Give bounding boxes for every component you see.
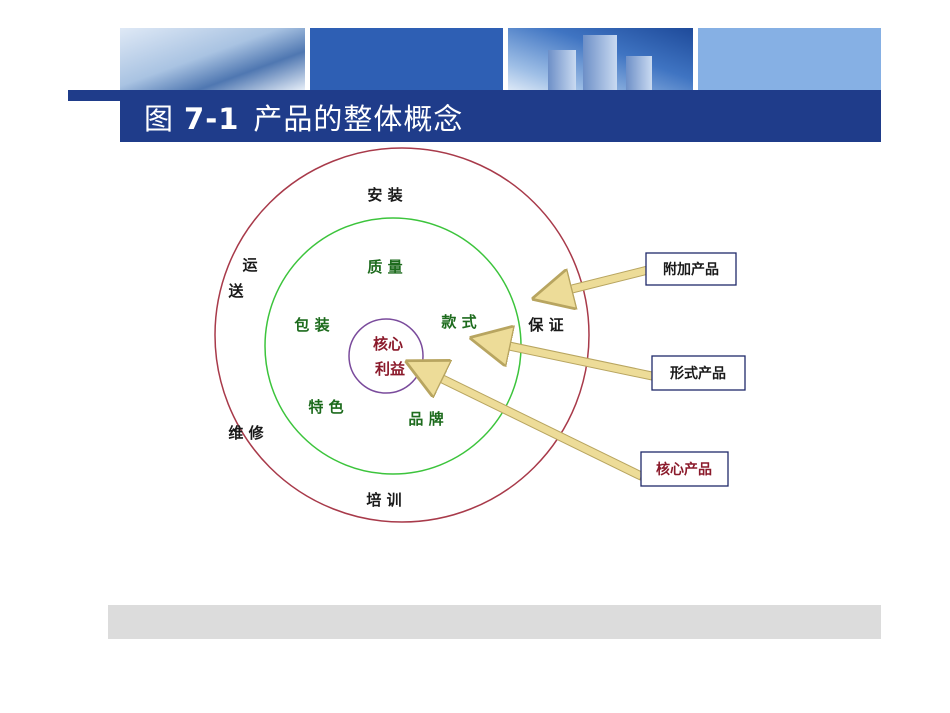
label-brand: 品 牌 [408,410,443,428]
label-training: 培 训 [366,491,401,509]
building-shape [548,50,576,90]
title-prefix: 图 [144,102,175,136]
label-packaging: 包 装 [294,316,330,334]
arrow-formal [490,342,657,381]
arrow-core [424,370,646,481]
label-guarantee: 保 证 [527,316,563,334]
footer-bar [108,605,881,639]
label-features: 特 色 [308,398,343,416]
callout-formal-product: 形式产品 [670,365,726,382]
callout-augmented-product: 附加产品 [663,261,719,278]
label-quality: 质 量 [367,258,402,276]
label-maintenance: 维 修 [228,424,264,442]
title-text: 产品的整体概念 [253,102,464,136]
callout-box-core [640,451,729,487]
outer-ring [214,147,590,523]
label-transport-2: 送 [227,282,244,300]
banner-panel-blue [310,28,503,90]
callout-core-product: 核心产品 [656,461,712,478]
core-ring [348,318,424,394]
title-number: 7-1 [184,102,240,136]
banner-panel-light [698,28,881,90]
header-banner [120,28,881,90]
banner-panel-keyboard [120,28,305,90]
title-bar [120,90,881,142]
slide-title: 图 7-1 产品的整体概念 [144,99,463,139]
label-transport-1: 运 [242,256,257,274]
banner-panel-buildings [508,28,693,90]
label-style: 款 式 [441,313,476,331]
callout-box-formal [651,355,746,391]
arrow-augmented [552,265,653,294]
label-core-line2: 利益 [375,360,405,378]
title-accent-line [68,90,120,101]
label-installation: 安 装 [367,186,403,204]
label-core-line1: 核心 [373,335,403,353]
callout-box-augmented [645,252,737,286]
building-shape [583,35,617,90]
building-shape [626,56,652,90]
